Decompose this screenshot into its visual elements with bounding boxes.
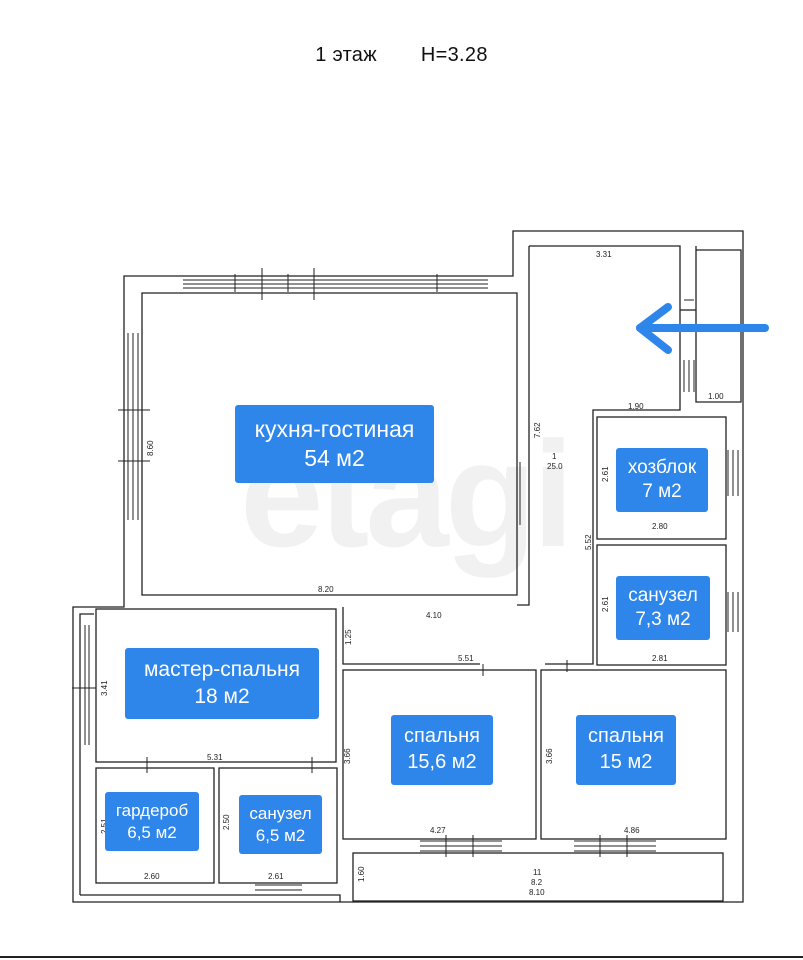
dim-8-10: 8.10 — [529, 888, 545, 897]
bath1-area: 7,3 м2 — [635, 609, 691, 630]
walls — [72, 230, 744, 903]
dim-3-66-right: 3.66 — [545, 748, 554, 764]
dim-2-50: 2.50 — [222, 814, 231, 830]
window-annex — [683, 299, 695, 392]
dim-2-81: 2.81 — [652, 654, 668, 663]
bedroom2-walls — [540, 669, 727, 840]
kitchen-walls — [141, 292, 518, 596]
dim-8-60: 8.60 — [146, 440, 155, 456]
window-bath2 — [255, 884, 302, 896]
bath2-area: 6,5 м2 — [255, 825, 306, 845]
room-label-master: мастер-спальня 18 м2 — [125, 648, 319, 719]
kitchen-name: кухня-гостиная — [254, 415, 415, 442]
dim-5-51: 5.51 — [458, 654, 474, 663]
room-label-bath1: санузел 7,3 м2 — [616, 576, 710, 640]
dim-5-52: 5.52 — [584, 534, 593, 550]
master-walls — [95, 608, 337, 763]
dim-1-90: 1.90 — [628, 402, 644, 411]
window-bedroom2 — [574, 835, 656, 857]
room-label-storage: хозблок 7 м2 — [616, 448, 708, 512]
ceiling-height: H=3.28 — [420, 44, 488, 66]
dim-4-10: 4.10 — [426, 611, 442, 620]
dim-1-60: 1.60 — [357, 866, 366, 882]
window-left-kitchen — [118, 333, 150, 520]
window-left-master — [72, 625, 96, 745]
room-label-kitchen: кухня-гостиная 54 м2 — [235, 405, 434, 483]
dim-4-27: 4.27 — [430, 826, 446, 835]
master-area: 18 м2 — [194, 684, 250, 708]
dim-4-86: 4.86 — [624, 826, 640, 835]
dim-2-61-bath: 2.61 — [601, 596, 610, 612]
master-name: мастер-спальня — [143, 657, 301, 681]
terrace-area: 8.2 — [531, 878, 543, 887]
window-top-kitchen — [183, 268, 488, 300]
room-label-bedroom2: спальня 15 м2 — [576, 715, 676, 785]
corridor-right-wall — [529, 245, 681, 665]
bath2-name: санузел — [249, 803, 312, 823]
bedroom2-area: 15 м2 — [599, 751, 653, 773]
bedroom2-name: спальня — [588, 725, 664, 748]
bottom-divider — [0, 956, 803, 958]
wardrobe-area: 6,5 м2 — [127, 822, 177, 842]
dim-3-66-left: 3.66 — [343, 748, 352, 764]
dim-2-61-storage: 2.61 — [601, 466, 610, 482]
floor-label: 1 этаж — [315, 44, 377, 66]
window-bedroom1 — [420, 835, 502, 857]
corridor-number: 1 — [552, 452, 557, 461]
dim-2-80: 2.80 — [652, 522, 668, 531]
corridor-area: 25.0 — [547, 462, 563, 471]
storage-area: 7 м2 — [642, 481, 682, 502]
room-label-bedroom1: спальня 15,6 м2 — [391, 715, 493, 785]
bath2-walls — [218, 767, 338, 884]
bedroom1-walls — [342, 669, 537, 840]
terrace-walls — [352, 852, 724, 902]
dim-8-20: 8.20 — [318, 585, 334, 594]
dim-3-41: 3.41 — [100, 680, 109, 696]
wardrobe-name: гардероб — [115, 800, 189, 820]
bedroom1-area: 15,6 м2 — [407, 751, 477, 773]
dim-1-00: 1.00 — [708, 392, 724, 401]
plan-title: 1 этаж H=3.28 — [0, 44, 803, 67]
bath1-name: санузел — [628, 584, 698, 606]
windows — [72, 268, 739, 896]
storage-name: хозблок — [627, 456, 697, 478]
dim-2-61-bath2: 2.61 — [268, 872, 284, 881]
dim-1-25: 1.25 — [344, 629, 353, 645]
room-label-bath2: санузел 6,5 м2 — [239, 795, 322, 854]
dim-5-31: 5.31 — [207, 753, 223, 762]
bedroom1-name: спальня — [404, 725, 480, 748]
wardrobe-walls — [95, 767, 215, 884]
kitchen-area: 54 м2 — [304, 445, 365, 471]
room-label-wardrobe: гардероб 6,5 м2 — [105, 792, 199, 851]
arrow-left-icon — [636, 303, 769, 354]
corridor-left-wall — [517, 246, 530, 606]
dim-2-60: 2.60 — [144, 872, 160, 881]
dim-7-62: 7.62 — [533, 422, 542, 438]
storage-walls — [596, 416, 727, 540]
bath1-walls — [596, 544, 727, 666]
window-bath1 — [727, 592, 739, 632]
outer-wall — [72, 230, 744, 903]
window-storage — [727, 450, 739, 496]
terrace-number: 11 — [533, 868, 542, 877]
dim-3-31: 3.31 — [596, 250, 612, 259]
